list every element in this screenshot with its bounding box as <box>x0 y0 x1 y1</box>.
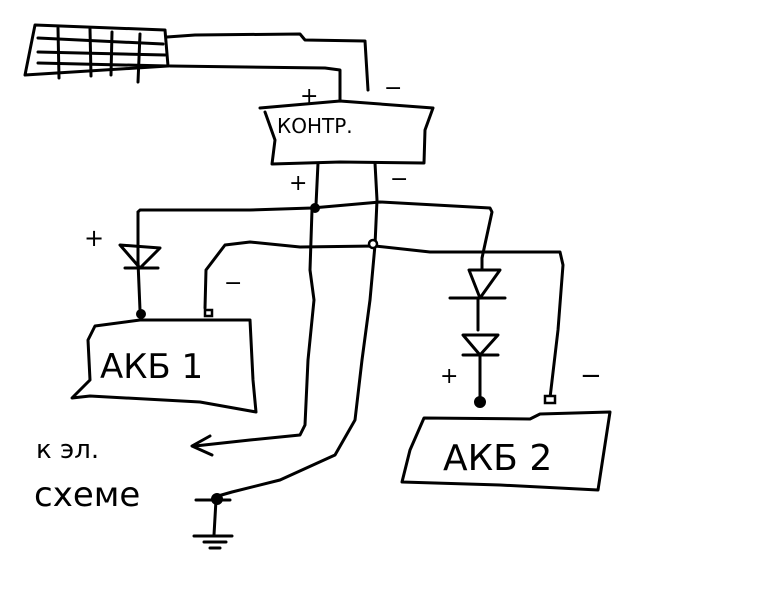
battery2-plus-terminal <box>474 396 486 408</box>
load-arrow-icon <box>190 434 214 457</box>
battery1-plus-terminal <box>136 309 146 319</box>
ground-icon <box>192 493 234 550</box>
controller-input-minus-label: − <box>384 76 402 101</box>
controller-box <box>258 99 435 166</box>
controller-output-minus-label: − <box>390 167 408 192</box>
battery2-minus-terminal <box>543 394 557 405</box>
controller-label: КОНТР. <box>277 114 353 138</box>
battery1-box <box>70 318 258 414</box>
panel-minus-wire <box>165 32 370 92</box>
battery1-diode-icon <box>118 243 162 270</box>
battery1-plus-label: + <box>84 224 104 252</box>
battery2-label: АКБ 2 <box>443 438 552 479</box>
battery2-minus-label: − <box>580 361 602 391</box>
battery2-diode-icon-2 <box>461 333 500 357</box>
junction-plus <box>310 203 320 213</box>
controller-input-plus-label: + <box>300 84 318 109</box>
battery1-minus-terminal <box>203 308 214 318</box>
minus-output-wire <box>216 161 379 498</box>
controller-output-plus-label: + <box>289 171 307 196</box>
battery2-box <box>400 410 612 492</box>
battery1-plus-wire <box>136 210 142 312</box>
battery1-label: АКБ 1 <box>100 347 203 387</box>
battery2-plus-label: + <box>440 364 458 389</box>
load-label-line1: к эл. <box>36 435 99 465</box>
minus-bus <box>203 240 565 400</box>
load-label-line2: схеме <box>34 475 140 515</box>
junction-minus <box>367 238 379 250</box>
solar-panel-icon <box>23 23 170 84</box>
plus-bus <box>136 200 494 272</box>
battery1-minus-label: − <box>224 271 242 296</box>
panel-plus-wire <box>168 64 342 102</box>
battery2-diode-icon <box>448 268 507 300</box>
